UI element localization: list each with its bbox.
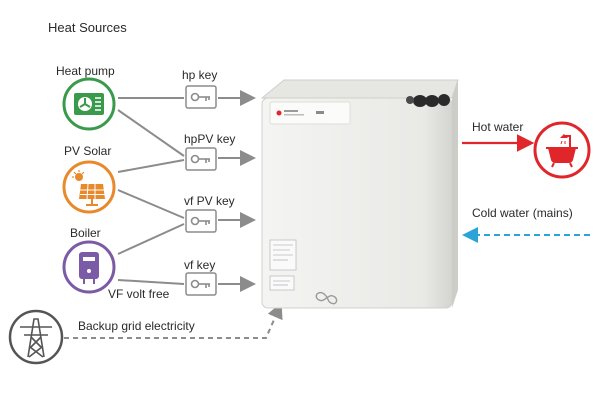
backup-grid-arrow [64,302,283,339]
diagram-title: Heat Sources [48,20,127,35]
vf-key-box [185,272,217,296]
backup-grid-label: Backup grid electricity [78,319,195,333]
hp-key-box [185,85,217,109]
electricity-pylon-icon [8,309,64,365]
vfpv-key-label: vf PV key [184,194,235,208]
brand-logo-icon [315,291,338,305]
line-boiler-vfpv [117,223,185,255]
vf-volt-free-label: VF volt free [108,287,170,301]
line-boiler-vf [117,279,185,285]
hppv-key-box [185,147,217,171]
heat-pump-icon [62,77,116,131]
hppv-key-label: hpPV key [184,132,236,146]
pv-solar-label: PV Solar [64,144,112,158]
hot-water-cylinder [260,79,459,309]
boiler-label: Boiler [70,226,101,240]
hot-water-label: Hot water [472,120,524,134]
vf-key-label: vf key [184,258,216,272]
cold-water-label: Cold water (mains) [472,206,573,220]
boiler-icon [62,240,116,294]
key-icon [190,154,210,164]
hp-key-label: hp key [182,68,218,82]
solar-panel-icon [62,160,116,214]
line-heatpump-hppv [117,109,185,157]
vfpv-key-box [185,209,217,233]
key-icon [190,92,210,102]
pipe-ports [406,94,450,107]
connection-lines [117,97,185,285]
key-boxes [185,85,217,296]
key-icon [190,279,210,289]
key-icon [190,216,210,226]
heat-pump-label: Heat pump [56,64,115,78]
line-solar-hppv [117,159,185,173]
line-solar-vfpv [117,189,185,219]
bath-tap-icon [533,121,591,179]
